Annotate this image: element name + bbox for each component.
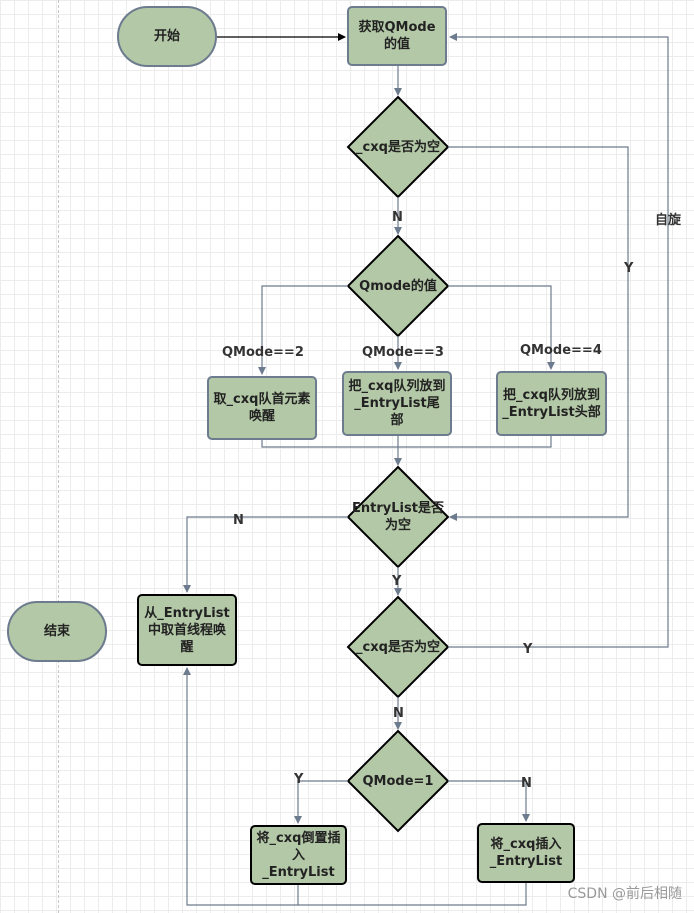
edge-qmode-4 xyxy=(448,285,555,370)
edge-insert-to-loop xyxy=(298,883,527,906)
edge-label-n4: N xyxy=(521,776,532,791)
edge-label-n1: N xyxy=(392,210,403,225)
dashed-guide-line xyxy=(58,0,59,913)
decision-qmode-eq1-shape xyxy=(346,729,450,833)
qmode-value-label: Qmode的值 xyxy=(359,278,437,294)
edge-bottom-loop xyxy=(183,667,299,906)
edge-cxq-empty-y xyxy=(448,146,629,521)
cxq-empty-1-label: _cxq是否为空 xyxy=(356,139,440,155)
watermark: CSDN @前后相随 xyxy=(567,886,682,902)
cxq-to-entrylist-head-box: 把_cxq队列放到_EntryList头部 xyxy=(496,371,607,436)
end-node: 结束 xyxy=(7,601,107,662)
edge-merge-left xyxy=(261,436,552,448)
edge-label-y2: Y xyxy=(392,574,402,589)
edge-label-qmode4: QMode==4 xyxy=(520,343,602,358)
get-qmode-box: 获取QMode的值 xyxy=(347,6,447,66)
edge-cxq-empty-2-y-spin xyxy=(448,33,669,648)
insert-box: 将_cxq插入_EntryList xyxy=(477,823,575,883)
qmode-eq1-label: QMode=1 xyxy=(362,773,434,789)
reverse-insert-box: 将_cxq倒置插入_EntryList xyxy=(250,825,347,885)
cxq-empty-2-label: _cxq是否为空 xyxy=(356,639,440,655)
edge-label-y3: Y xyxy=(523,642,533,657)
edge-label-spin: 自旋 xyxy=(655,213,682,228)
start-node: 开始 xyxy=(117,6,217,67)
edge-label-n3: N xyxy=(393,706,404,721)
edge-label-y1: Y xyxy=(624,261,634,276)
edge-qmode-eq1-y xyxy=(294,780,348,824)
edge-qmode-eq1-n xyxy=(448,780,530,822)
edge-label-qmode3: QMode==3 xyxy=(362,345,444,360)
take-cxq-head-box: 取_cxq队首元素唤醒 xyxy=(207,376,317,440)
edge-label-y4: Y xyxy=(294,772,304,787)
entrylist-empty-label: EntryList是否为空 xyxy=(352,501,444,533)
edge-label-n2: N xyxy=(233,513,244,528)
edge-qmode-2 xyxy=(258,285,348,375)
cxq-to-entrylist-tail-box: 把_cxq队列放到_EntryList尾部 xyxy=(342,371,452,436)
edge-entrylist-n xyxy=(183,516,348,593)
edge-label-qmode2: QMode==2 xyxy=(222,345,304,360)
wake-from-entrylist-box: 从_EntryList中取首线程唤醒 xyxy=(137,594,237,666)
